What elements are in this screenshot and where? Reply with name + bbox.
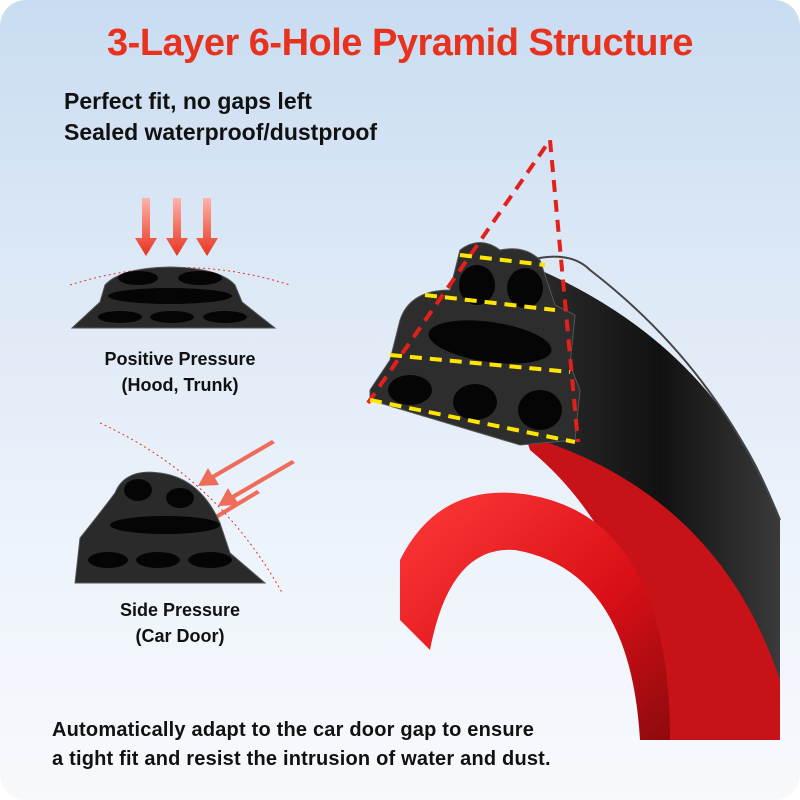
feature-text: Perfect fit, no gaps left [64, 88, 312, 114]
pyramid-guide-lines [366, 134, 580, 444]
diagram-label: Side Pressure (Car Door) [60, 597, 300, 649]
page-title: 3-Layer 6-Hole Pyramid Structure [107, 22, 693, 64]
diagram-detail: (Hood, Trunk) [121, 375, 239, 395]
down-arrows-icon [135, 198, 218, 256]
diagram-label: Positive Pressure (Hood, Trunk) [60, 346, 300, 398]
seal-strip-illustration [366, 134, 781, 740]
side-pressure-diagram [74, 422, 295, 593]
positive-pressure-diagram [69, 198, 291, 329]
footer-line: Automatically adapt to the car door gap … [52, 719, 535, 741]
feature-text: Sealed waterproof/dustproof [64, 119, 378, 145]
footer-line: a tight fit and resist the intrusion of … [52, 748, 551, 770]
diagram-detail: (Car Door) [135, 626, 225, 646]
footer-text: Automatically adapt to the car door gap … [52, 716, 551, 774]
diagram-title: Positive Pressure [104, 349, 256, 369]
adhesive-tape [400, 492, 670, 740]
diagram-title: Side Pressure [119, 600, 241, 620]
